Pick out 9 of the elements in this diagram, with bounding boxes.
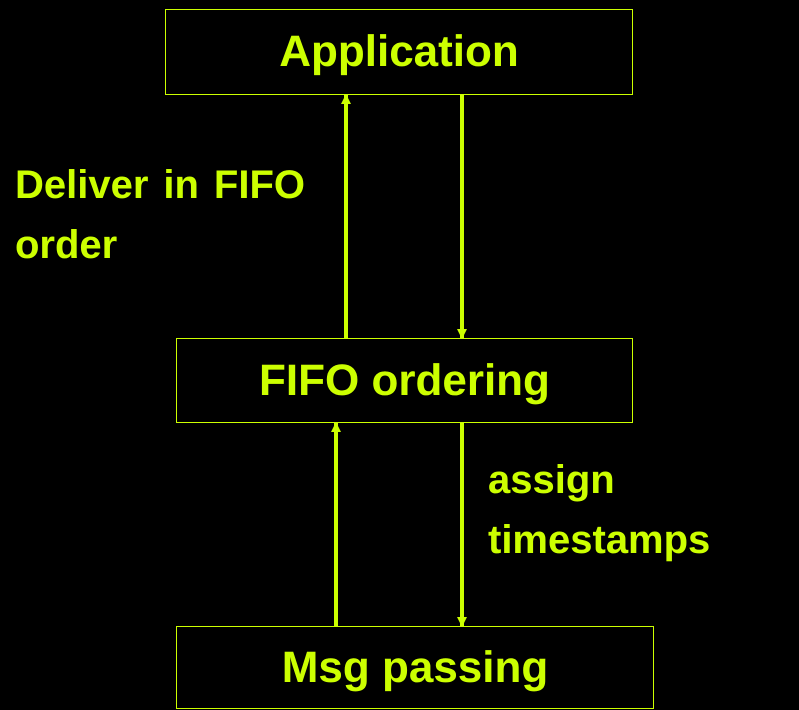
process-box: Msg passing	[176, 626, 654, 709]
edge-label: Deliver in FIFO order	[15, 162, 305, 269]
arrow	[331, 422, 341, 626]
process-box: Application	[165, 9, 633, 95]
arrow	[341, 94, 351, 338]
edge-label: assign timestamps	[488, 457, 712, 564]
arrow	[457, 423, 467, 627]
arrow	[457, 95, 467, 339]
process-box: FIFO ordering	[176, 338, 633, 423]
